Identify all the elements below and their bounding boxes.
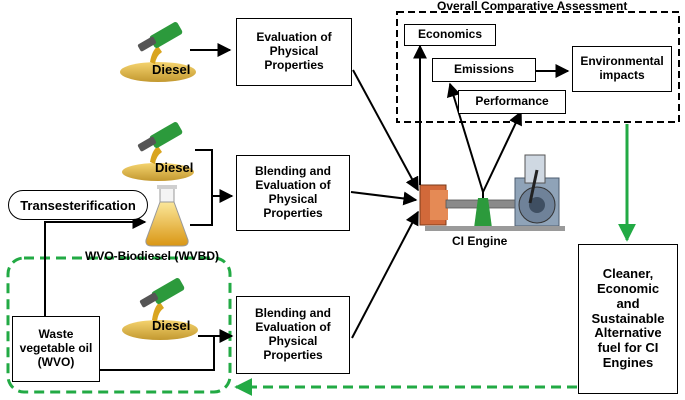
environmental-label: Environmental impacts — [580, 54, 664, 82]
emissions-box: Emissions — [432, 58, 536, 82]
economics-label: Economics — [417, 27, 483, 42]
arrow-blend2-to-engine — [351, 210, 419, 339]
environmental-box: Environmental impacts — [572, 46, 672, 92]
assessment-title: Overall Comparative Assessment — [437, 0, 628, 13]
diesel-label: Diesel — [155, 160, 194, 175]
arrow-wvo-to-blend2 — [100, 329, 234, 371]
blending-box-1: Blending and Evaluation of Physical Prop… — [236, 155, 350, 231]
wvo-frame — [6, 256, 232, 394]
transesterification-pill: Transesterification — [8, 190, 148, 220]
blending-box-2: Blending and Evaluation of Physical Prop… — [236, 296, 350, 374]
arrow-eval-to-engine — [352, 69, 419, 192]
ci-engine-label: CI Engine — [452, 234, 508, 248]
emissions-label: Emissions — [453, 62, 515, 77]
arrow-engine-to-performance — [482, 110, 522, 193]
flask-icon — [145, 185, 189, 247]
diesel-pump-icon — [122, 278, 198, 340]
performance-label: Performance — [475, 94, 549, 109]
diesel-pump-icon — [122, 122, 194, 181]
arrow-wvbd-to-blend1 — [190, 196, 213, 226]
wvbd-label: WVO-Biodiesel (WVBD) — [85, 249, 219, 263]
evaluation-box: Evaluation of Physical Properties — [236, 18, 352, 86]
outcome-box: Cleaner, Economic and Sustainable Altern… — [578, 244, 678, 394]
diesel-pump-icon — [120, 22, 196, 82]
diesel-label: Diesel — [152, 62, 191, 77]
arrow-blend1-to-engine — [350, 191, 418, 206]
evaluation-box-label: Evaluation of Physical Properties — [256, 30, 332, 72]
ci-engine-icon — [419, 154, 565, 231]
blending-box-2-label: Blending and Evaluation of Physical Prop… — [255, 306, 331, 362]
wvo-box-label: Waste vegetable oil (WVO) — [19, 327, 93, 369]
arrow-wvo-to-transesterification — [44, 215, 147, 316]
blending-box-1-label: Blending and Evaluation of Physical Prop… — [255, 164, 331, 220]
economics-box: Economics — [404, 24, 496, 46]
arrow-diesel-to-blend1 — [195, 149, 234, 203]
wvo-box: Waste vegetable oil (WVO) — [12, 316, 100, 382]
performance-box: Performance — [458, 90, 566, 114]
assessment-frame — [396, 11, 680, 123]
diesel-label: Diesel — [152, 318, 191, 333]
outcome-label: Cleaner, Economic and Sustainable Altern… — [591, 265, 665, 371]
